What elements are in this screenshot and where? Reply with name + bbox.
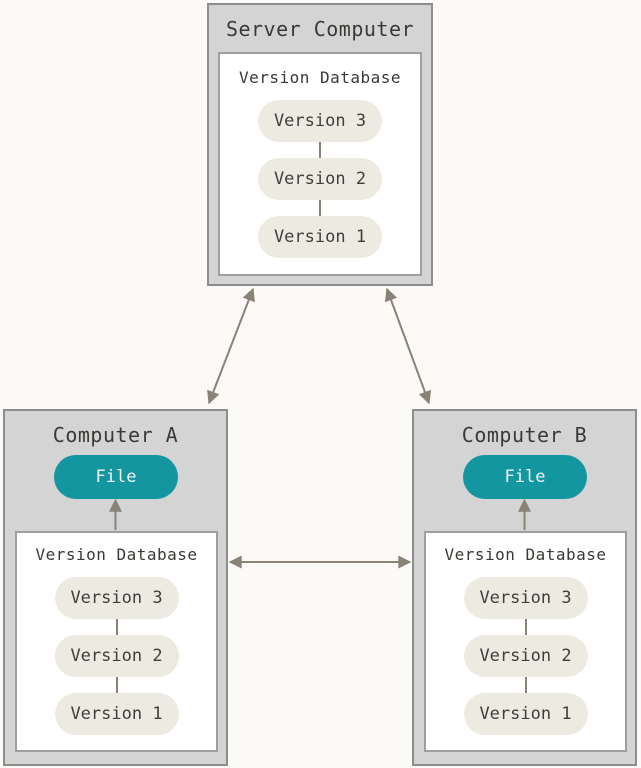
computer-b-version-1-pill: Version 1 [463, 693, 588, 735]
server-version-1-pill: Version 1 [258, 216, 382, 258]
version-database-label: Version Database [444, 545, 607, 564]
server-version-database-box: Version Database Version 3 Version 2 Ver… [218, 52, 422, 276]
version-link-line [319, 142, 321, 158]
server-version-2-pill: Version 2 [258, 158, 382, 200]
arrow-server-computer-a [207, 287, 255, 405]
computer-a-box: Computer A File Version Database Version… [3, 409, 228, 766]
server-computer-box: Server Computer Version Database Version… [207, 3, 433, 286]
computer-b-version-2-pill: Version 2 [463, 635, 588, 677]
computer-b-version-3-pill: Version 3 [463, 577, 588, 619]
version-link-line [115, 619, 118, 635]
version-link-line [524, 619, 527, 635]
computer-b-file-pill: File [463, 455, 587, 499]
version-database-label: Version Database [35, 545, 198, 564]
computer-a-file-pill: File [54, 455, 178, 499]
computer-a-version-1-pill: Version 1 [54, 693, 179, 735]
computer-a-version-database-box: Version Database Version 3 Version 2 Ver… [15, 531, 218, 752]
arrow-server-computer-b [384, 287, 432, 405]
computer-a-title: Computer A [52, 423, 179, 447]
version-link-line [524, 677, 527, 693]
version-link-line [319, 200, 321, 216]
computer-b-box: Computer B File Version Database Version… [412, 409, 637, 766]
computer-a-version-3-pill: Version 3 [54, 577, 179, 619]
version-database-label: Version Database [238, 68, 402, 87]
computer-b-title: Computer B [461, 423, 588, 447]
server-version-3-pill: Version 3 [258, 100, 382, 142]
version-link-line [115, 677, 118, 693]
server-computer-title: Server Computer [225, 17, 415, 41]
computer-a-version-2-pill: Version 2 [54, 635, 179, 677]
computer-b-version-database-box: Version Database Version 3 Version 2 Ver… [424, 531, 627, 752]
